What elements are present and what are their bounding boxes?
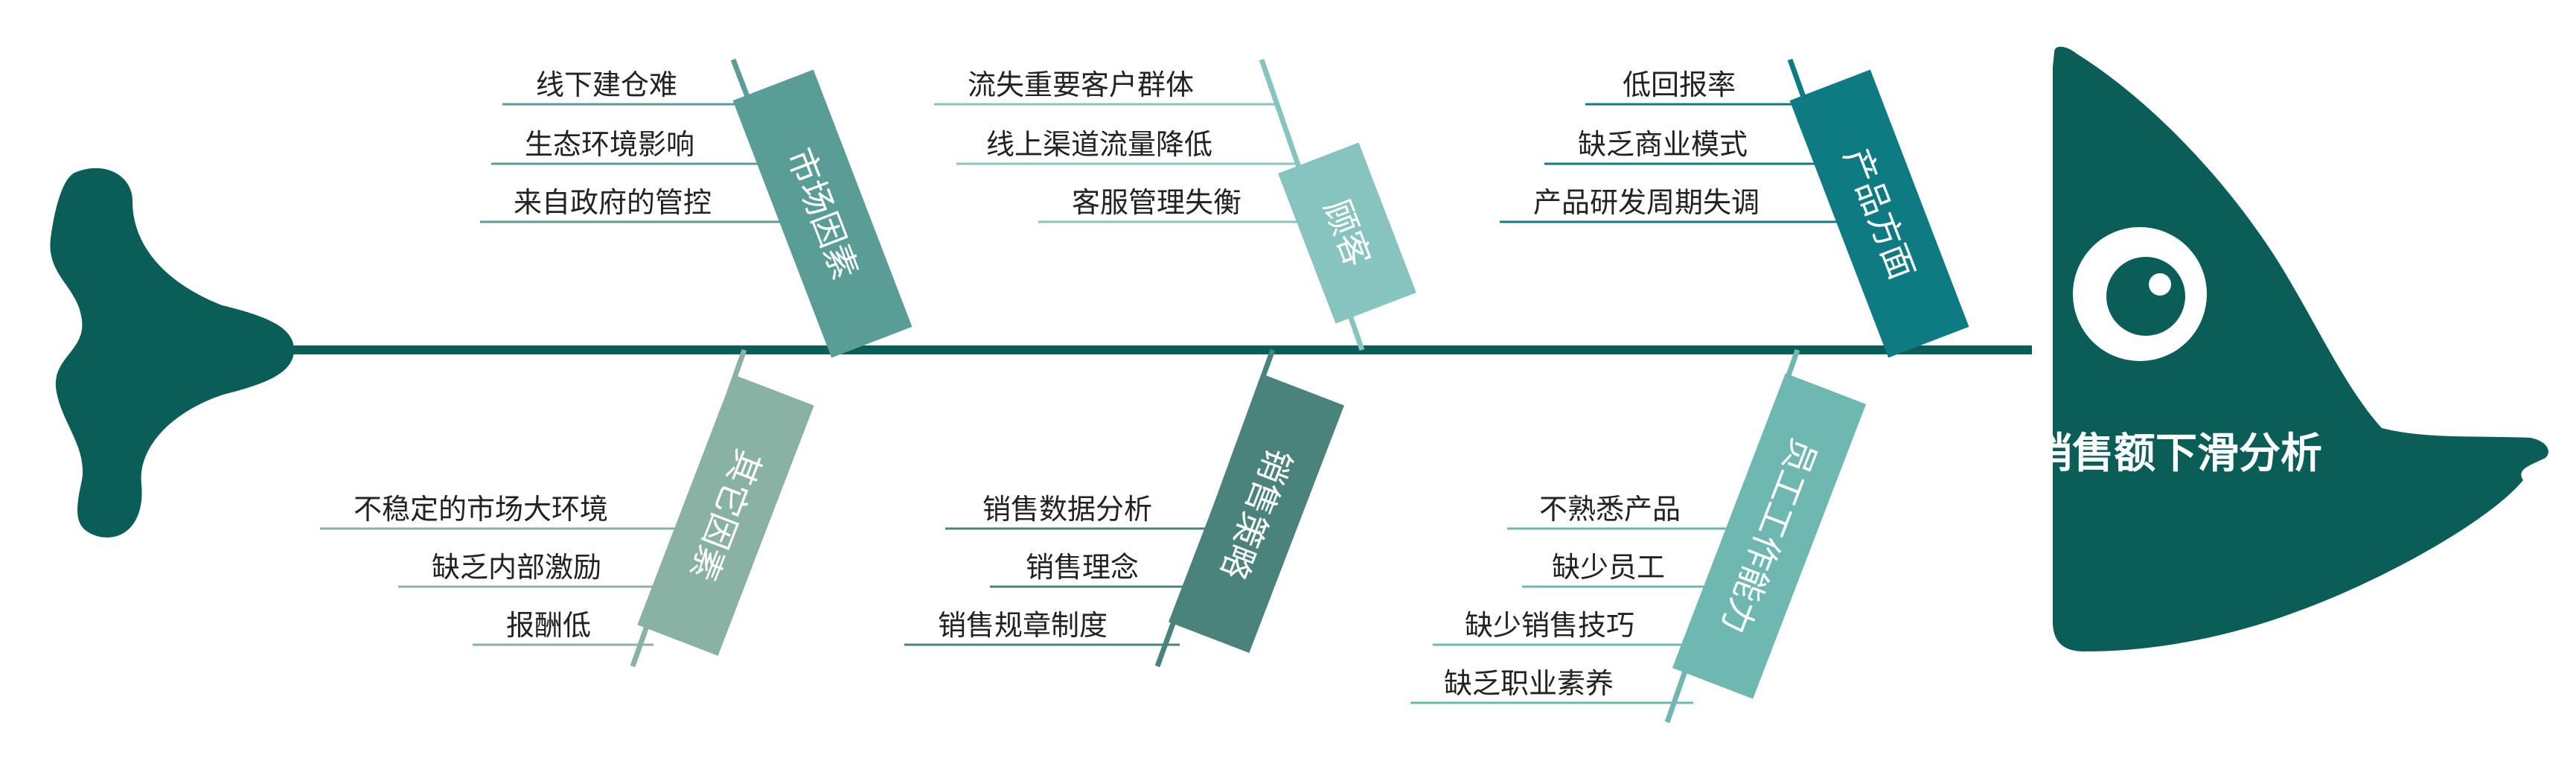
cause-strategy-2: 销售理念 (1026, 551, 1139, 584)
cause-product-1: 低回报率 (1623, 68, 1736, 101)
cause-staff-2: 缺少员工 (1552, 551, 1665, 584)
cause-product-3: 产品研发周期失调 (1533, 186, 1760, 219)
category-product-box (1789, 69, 1969, 358)
cause-customer-2: 线上渠道流量降低 (986, 128, 1212, 161)
cause-market-1: 线下建仓难 (536, 68, 677, 101)
cause-staff-4: 缺乏职业素养 (1444, 667, 1614, 700)
cause-market-2: 生态环境影响 (525, 128, 694, 161)
bone-customer: 流失重要客户群体 线上渠道流量降低 客服管理失衡 顾客 (934, 58, 1416, 351)
cause-customer-3: 客服管理失衡 (1072, 186, 1241, 219)
cause-product-2: 缺乏商业模式 (1578, 128, 1748, 161)
bone-product: 低回报率 缺乏商业模式 产品研发周期失调 产品方面 (1500, 58, 1969, 358)
fish-spine (287, 345, 2032, 354)
cause-market-3: 来自政府的管控 (514, 186, 712, 219)
bone-strategy: 销售数据分析 销售理念 销售规章制度 销售策略 (904, 348, 1344, 668)
cause-staff-1: 不熟悉产品 (1539, 493, 1681, 526)
cause-staff-3: 缺少销售技巧 (1465, 609, 1634, 642)
category-staff-box (1672, 373, 1867, 699)
cause-strategy-1: 销售数据分析 (982, 493, 1152, 526)
cause-other-1: 不稳定的市场大环境 (354, 493, 608, 526)
cause-customer-1: 流失重要客户群体 (968, 68, 1194, 101)
fish-head (2053, 46, 2548, 652)
cause-other-2: 缺乏内部激励 (432, 551, 601, 584)
cause-other-3: 报酬低 (506, 609, 591, 642)
category-market-box (732, 69, 913, 358)
bone-staff: 不熟悉产品 缺少员工 缺少销售技巧 员工工作能力 缺乏职业素养 (1410, 348, 1867, 724)
fish-eye-icon (2073, 227, 2207, 361)
head-title: 销售额下滑分析 (2030, 430, 2322, 478)
category-customer-box (1278, 142, 1416, 324)
category-other-box (637, 374, 814, 656)
cause-strategy-3: 销售规章制度 (938, 609, 1108, 642)
category-strategy-box (1169, 374, 1344, 653)
bone-market: 线下建仓难 生态环境影响 来自政府的管控 市场因素 (480, 58, 913, 358)
bone-other: 不稳定的市场大环境 缺乏内部激励 报酬低 其它因素 (320, 348, 814, 668)
fish-tail (50, 168, 294, 538)
